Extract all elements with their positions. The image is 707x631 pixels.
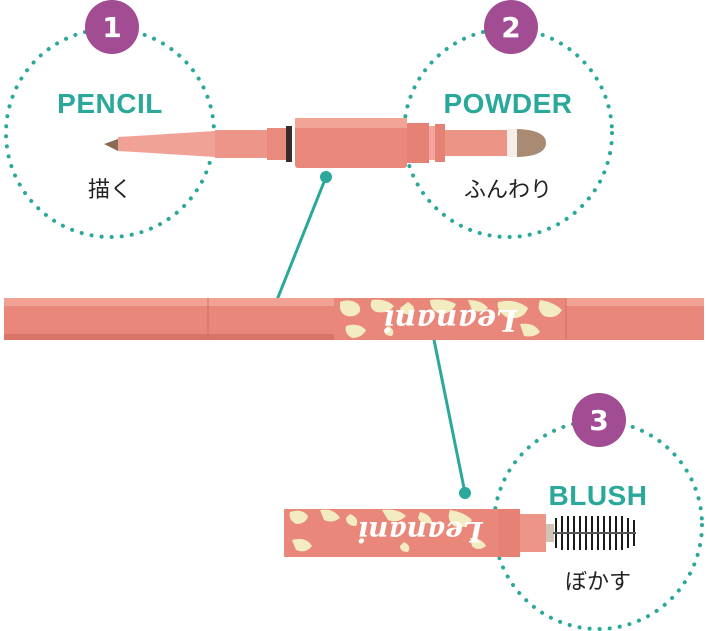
blush-title: BLUSH xyxy=(548,480,648,511)
pencil-subtitle: 描く xyxy=(87,178,132,203)
badge-number-2: 2 xyxy=(484,0,538,54)
blush-dotted-circle xyxy=(492,419,704,631)
pencil-tip-assembly xyxy=(104,118,546,168)
badge-number-3: 3 xyxy=(572,393,626,447)
blush-subtitle: ぼかす xyxy=(564,570,631,595)
connector-line-top xyxy=(267,176,328,321)
brush-pencil: Leanani xyxy=(284,509,636,557)
brand-logo-brush: Leanani xyxy=(357,515,483,548)
powder-title: POWDER xyxy=(443,88,573,119)
powder-subtitle: ふんわり xyxy=(463,178,552,203)
main-pencil-body: Leanani xyxy=(4,298,704,340)
badge-number-1: 1 xyxy=(85,0,139,54)
brand-logo-main: Leanani xyxy=(383,302,518,337)
connector-dot-bottom xyxy=(459,487,471,499)
connector-line-bottom xyxy=(428,319,467,494)
pencil-title: PENCIL xyxy=(57,88,163,119)
connector-dot-top xyxy=(320,171,332,183)
powder-dotted-circle xyxy=(402,27,614,239)
